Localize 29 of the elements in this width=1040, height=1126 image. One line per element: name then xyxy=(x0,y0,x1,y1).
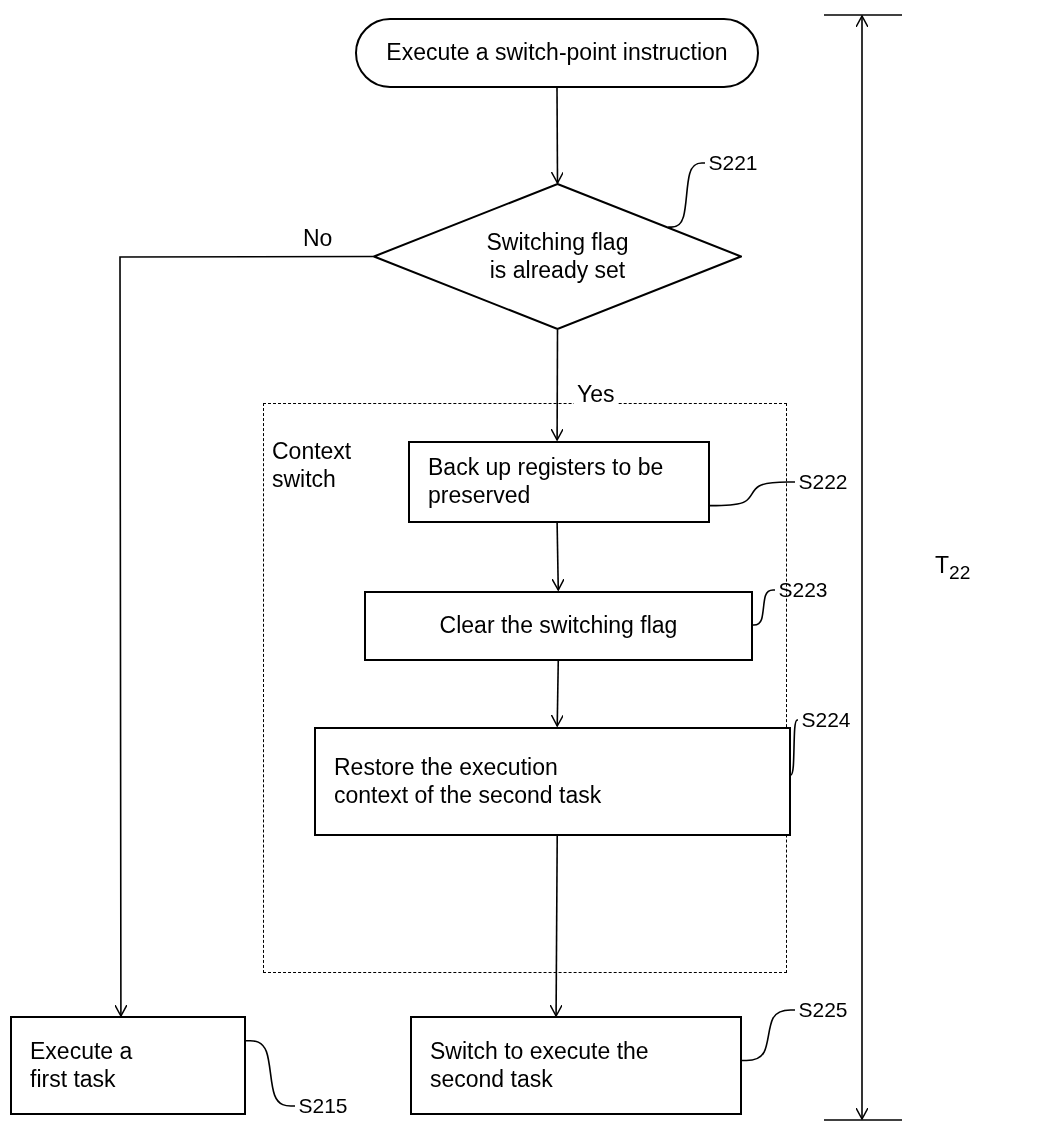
step-number: S223 xyxy=(775,574,831,606)
arrow xyxy=(551,521,565,591)
arrow xyxy=(550,87,565,184)
arrow xyxy=(550,329,564,441)
step-text: Execute a switch-point instruction xyxy=(386,39,728,67)
leader-line xyxy=(741,1009,796,1062)
step-number: S224 xyxy=(798,704,854,736)
step-number: S221 xyxy=(705,148,761,178)
process-box xyxy=(314,727,791,836)
step-number: S225 xyxy=(795,994,851,1026)
dimension-label: T$_{22}$ xyxy=(935,552,971,584)
step-text: Back up registers to be preserved xyxy=(428,454,665,510)
step-number: S222 xyxy=(795,466,851,498)
arrow xyxy=(549,834,563,1017)
step-text: Restore the execution context of the second task xyxy=(334,753,603,810)
arrow xyxy=(550,659,565,727)
group-label: Context switch xyxy=(272,438,353,494)
step-number: S215 xyxy=(295,1090,351,1122)
leader-line xyxy=(245,1039,296,1107)
process-box xyxy=(10,1016,246,1115)
process-box xyxy=(364,591,753,661)
process-box xyxy=(410,1016,742,1115)
step-text: Clear the switching flag xyxy=(439,612,678,640)
leader-line xyxy=(667,162,706,228)
process-box xyxy=(408,441,710,523)
step-text: Switch to execute the second task xyxy=(430,1037,650,1094)
arrow xyxy=(114,255,374,1017)
step-text: Execute a first task xyxy=(30,1037,134,1094)
step-text: Switching flag is already set xyxy=(485,228,630,285)
